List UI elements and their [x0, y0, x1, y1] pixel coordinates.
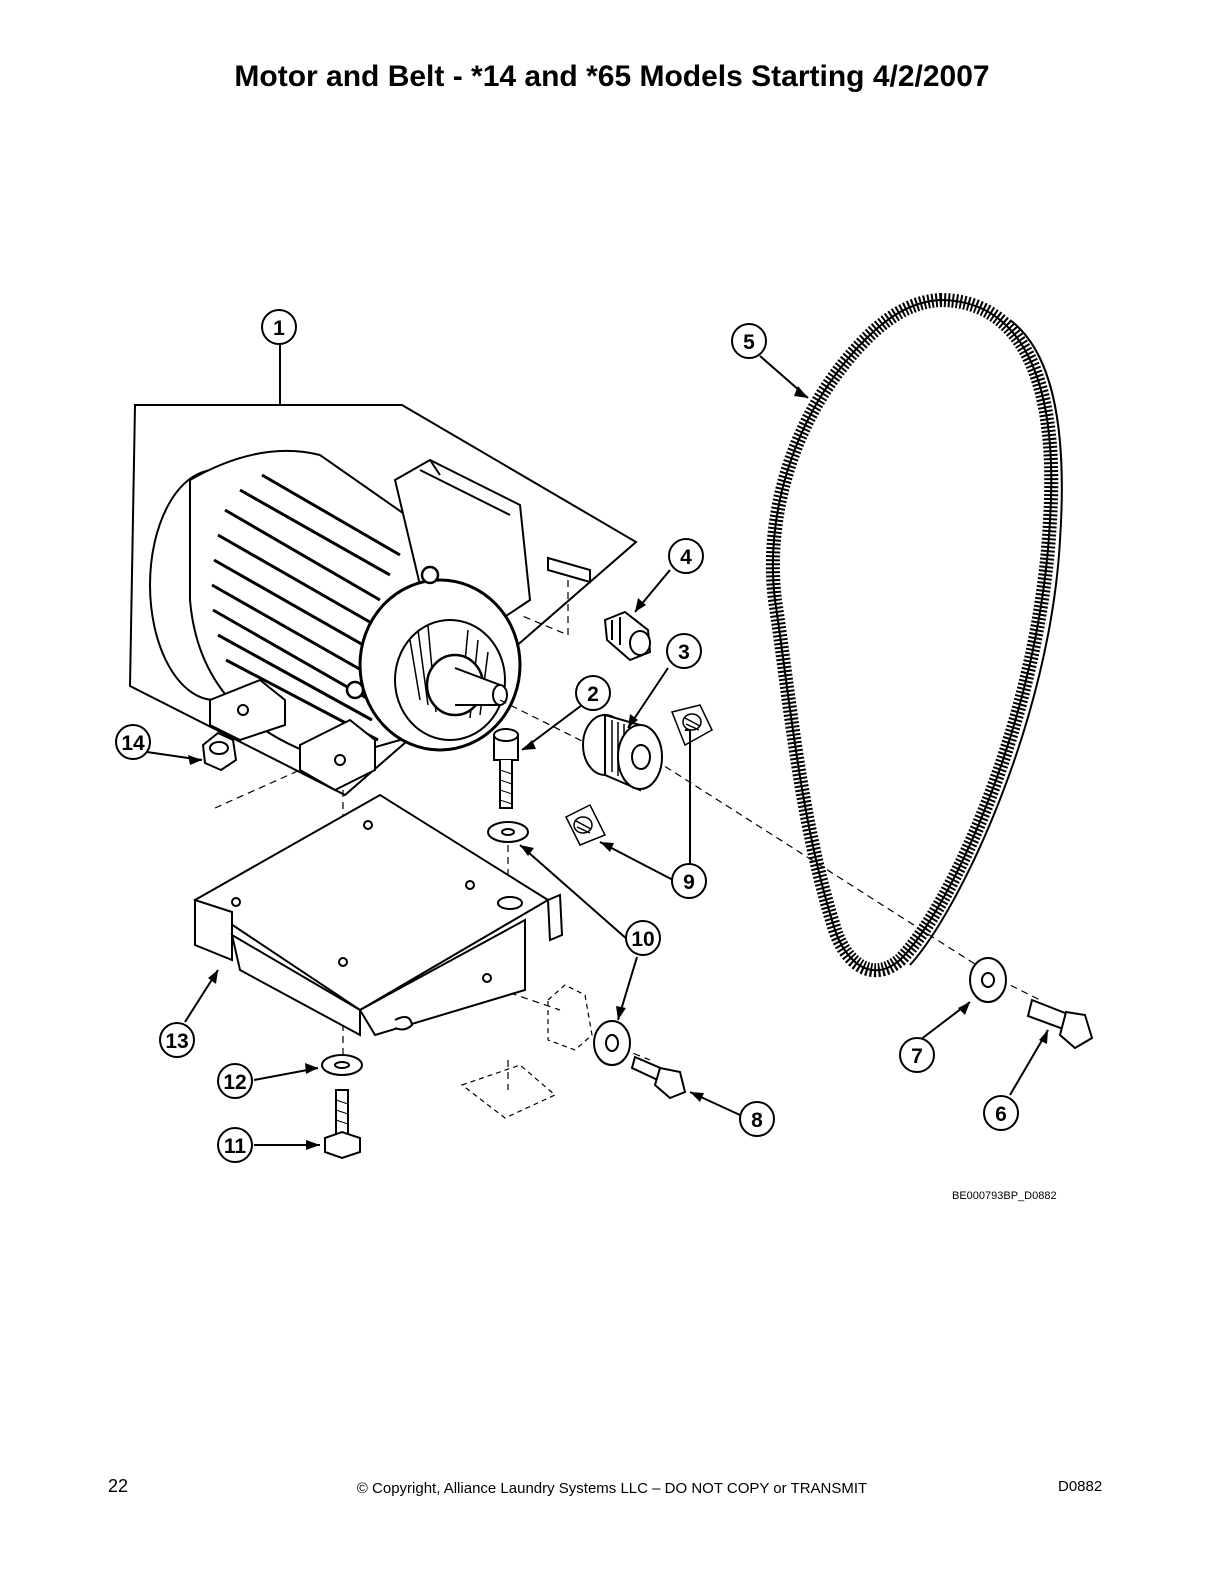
svg-text:1: 1 [273, 317, 285, 340]
svg-text:11: 11 [224, 1135, 247, 1158]
strain-relief [603, 610, 652, 662]
callout-8: 8 [739, 1101, 775, 1137]
callout-13: 13 [159, 1022, 195, 1058]
callouts: 1 2 3 4 5 6 7 8 9 10 11 12 13 14 [115, 309, 1019, 1163]
svg-text:2: 2 [587, 683, 599, 706]
bolt-8 [630, 1055, 687, 1100]
bolt-11-washer-12 [321, 1054, 363, 1160]
page-number: 22 [108, 1476, 129, 1496]
callout-11: 11 [217, 1127, 253, 1163]
svg-text:3: 3 [678, 641, 690, 664]
callout-14: 14 [115, 724, 151, 760]
svg-text:13: 13 [165, 1030, 188, 1053]
callout-2: 2 [575, 675, 611, 711]
svg-text:4: 4 [680, 546, 692, 569]
mounting-plate [193, 793, 564, 1037]
drawing-code: BE000793BP_D0882 [952, 1190, 1057, 1202]
document-code: D0882 [1058, 1478, 1103, 1495]
svg-text:6: 6 [995, 1103, 1007, 1126]
svg-text:9: 9 [683, 871, 695, 894]
callout-7: 7 [899, 1037, 935, 1073]
pulley [582, 713, 663, 792]
svg-text:10: 10 [631, 928, 654, 951]
callout-5: 5 [731, 323, 767, 359]
nut [201, 731, 238, 772]
svg-text:8: 8 [751, 1109, 763, 1132]
callout-3: 3 [666, 633, 702, 669]
svg-text:5: 5 [743, 331, 755, 354]
motor-assembly [128, 343, 638, 797]
belt [765, 292, 1063, 978]
callout-4: 4 [668, 538, 704, 574]
callout-9: 9 [671, 863, 707, 899]
svg-text:7: 7 [911, 1045, 923, 1068]
callout-6: 6 [983, 1095, 1019, 1131]
svg-text:14: 14 [121, 732, 145, 755]
copyright-notice: © Copyright, Alliance Laundry Systems LL… [356, 1480, 868, 1497]
callout-10-upper: 10 [625, 920, 661, 956]
bolt-6-washer-7 [969, 957, 1094, 1050]
set-screws [564, 704, 713, 846]
callout-1: 1 [261, 309, 297, 345]
upper-bolt [487, 728, 529, 843]
svg-text:12: 12 [223, 1071, 246, 1094]
callout-12: 12 [217, 1063, 253, 1099]
phantom-parts [460, 984, 593, 1119]
leader-arrowheads [188, 386, 1048, 1150]
page-title: Motor and Belt - *14 and *65 Models Star… [234, 60, 990, 93]
lower-washer [593, 1020, 631, 1066]
